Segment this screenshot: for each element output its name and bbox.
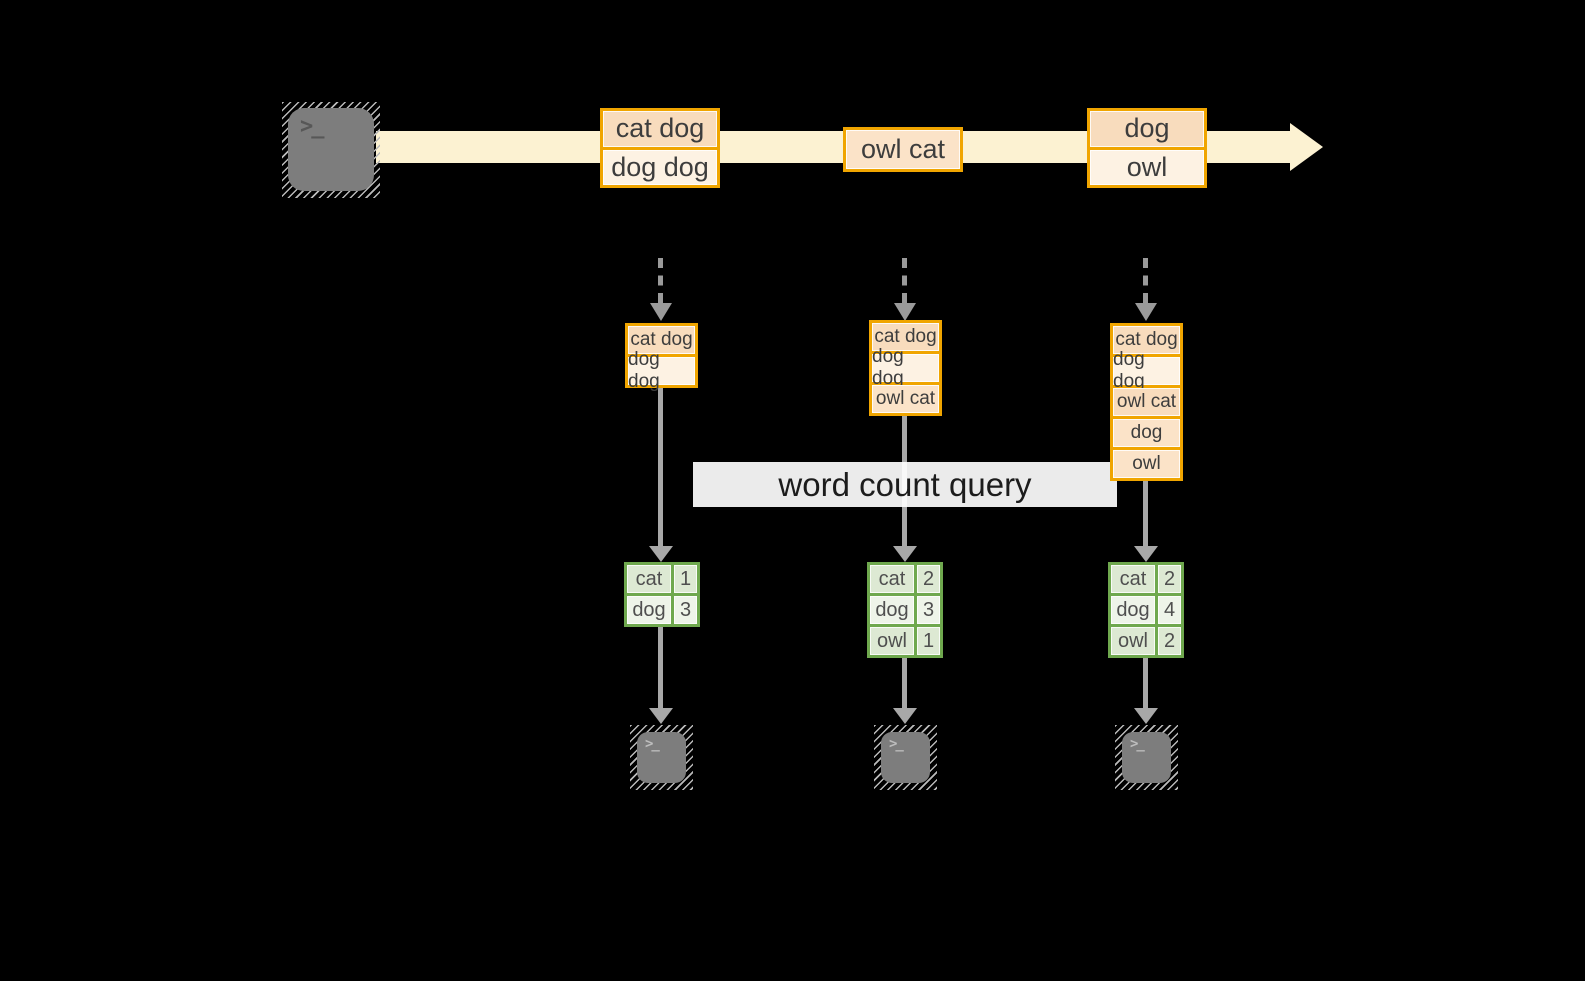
- count-table-3: cat 2 dog 4 owl 2: [1108, 562, 1184, 658]
- terminal-screen: >_: [288, 108, 374, 191]
- count-value: 1: [674, 565, 697, 593]
- output-terminal-icon: >_: [1115, 725, 1178, 790]
- buffer-row: cat dog: [1113, 326, 1180, 354]
- flow-arrow-line: [902, 658, 907, 708]
- ingest-arrow-line: [1143, 258, 1148, 303]
- count-table-2: cat 2 dog 3 owl 1: [867, 562, 943, 658]
- count-word: cat: [627, 565, 671, 593]
- count-word: owl: [1111, 627, 1155, 655]
- stream-event-1: cat dog dog dog: [600, 108, 720, 188]
- flow-arrow-head-icon: [893, 546, 917, 562]
- count-word: dog: [870, 596, 914, 624]
- source-terminal-icon: >_: [282, 102, 380, 198]
- buffer-stack-2: cat dog dog dog owl cat: [869, 320, 942, 416]
- buffer-row: owl: [1113, 450, 1180, 478]
- buffer-row: cat dog: [628, 326, 695, 354]
- flow-arrow-line: [658, 627, 663, 708]
- query-label: word count query: [693, 462, 1117, 507]
- count-value: 3: [917, 596, 940, 624]
- stream-event-3: dog owl: [1087, 108, 1207, 188]
- terminal-screen: >_: [1122, 732, 1171, 783]
- stream-event-row: dog: [1090, 111, 1204, 147]
- count-value: 4: [1158, 596, 1181, 624]
- count-value: 2: [917, 565, 940, 593]
- buffer-row: owl cat: [872, 385, 939, 413]
- output-terminal-icon: >_: [630, 725, 693, 790]
- flow-arrow-head-icon: [1134, 708, 1158, 724]
- stream-event-row: cat dog: [603, 111, 717, 147]
- buffer-row: dog dog: [872, 346, 939, 389]
- ingest-arrow-head-icon: [1135, 303, 1157, 321]
- terminal-prompt-icon: >_: [645, 736, 660, 752]
- ingest-arrow-line: [902, 258, 907, 303]
- flow-arrow-head-icon: [893, 708, 917, 724]
- flow-arrow-line: [1143, 481, 1148, 546]
- stream-event-row: dog dog: [603, 149, 717, 185]
- count-value: 1: [917, 627, 940, 655]
- flow-arrow-line: [1143, 658, 1148, 708]
- ingest-arrow-head-icon: [894, 303, 916, 321]
- flow-arrow-head-icon: [649, 546, 673, 562]
- stream-event-row: owl: [1090, 149, 1204, 185]
- ingest-arrow-head-icon: [650, 303, 672, 321]
- count-value: 3: [674, 596, 697, 624]
- stream-event-2: owl cat: [843, 127, 963, 172]
- ingest-arrow-line: [658, 258, 663, 303]
- terminal-screen: >_: [637, 732, 686, 783]
- terminal-prompt-icon: >_: [1130, 736, 1145, 752]
- count-word: cat: [1111, 565, 1155, 593]
- count-word: owl: [870, 627, 914, 655]
- buffer-row: dog: [1113, 419, 1180, 447]
- stream-event-row: owl cat: [846, 130, 960, 169]
- buffer-stack-1: cat dog dog dog: [625, 323, 698, 392]
- buffer-row: dog dog: [628, 349, 695, 392]
- count-word: dog: [627, 596, 671, 624]
- count-word: dog: [1111, 596, 1155, 624]
- count-value: 2: [1158, 627, 1181, 655]
- count-value: 2: [1158, 565, 1181, 593]
- buffer-row: cat dog: [872, 323, 939, 351]
- terminal-prompt-icon: >_: [889, 736, 904, 752]
- terminal-prompt-icon: >_: [300, 114, 324, 139]
- terminal-screen: >_: [881, 732, 930, 783]
- count-table-1: cat 1 dog 3: [624, 562, 700, 627]
- count-word: cat: [870, 565, 914, 593]
- flow-arrow-line: [658, 388, 663, 546]
- buffer-stack-3: cat dog dog dog owl cat dog owl: [1110, 323, 1183, 481]
- stream-arrow-head-icon: [1290, 123, 1323, 171]
- buffer-row: owl cat: [1113, 388, 1180, 416]
- flow-arrow-head-icon: [1134, 546, 1158, 562]
- flow-arrow-head-icon: [649, 708, 673, 724]
- output-terminal-icon: >_: [874, 725, 937, 790]
- buffer-row: dog dog: [1113, 349, 1180, 392]
